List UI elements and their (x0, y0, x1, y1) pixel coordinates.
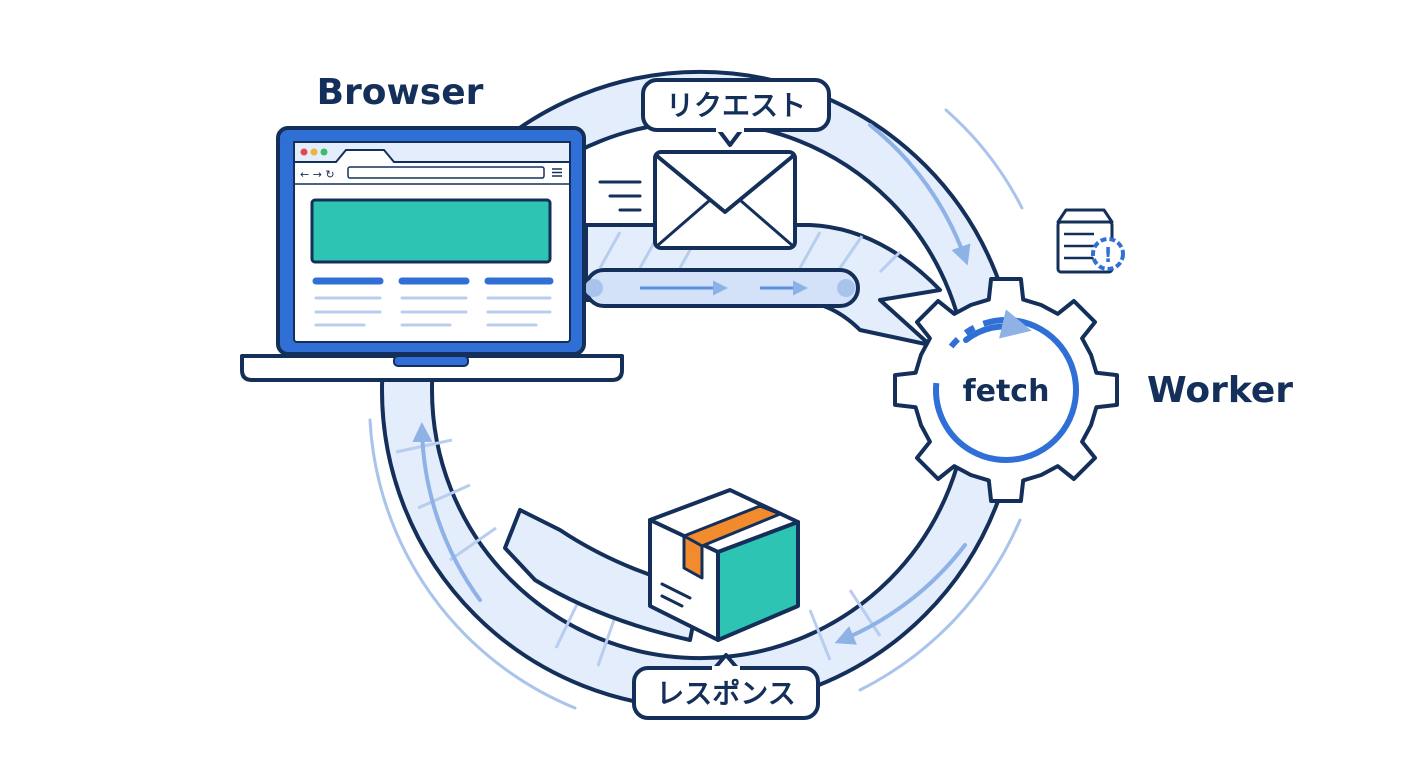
browser-laptop-icon: ← → ↻ (240, 126, 624, 382)
request-conveyor (584, 223, 942, 347)
package-box-icon (648, 488, 800, 642)
worker-label: Worker (1147, 370, 1293, 411)
fetch-label: fetch (963, 374, 1050, 409)
server-alert-icon: ! (1056, 208, 1125, 274)
request-label: リクエスト (666, 89, 806, 122)
svg-text:!: ! (1103, 243, 1112, 267)
response-label: レスポンス (656, 677, 795, 710)
outer-motion-arcs (368, 108, 1024, 710)
browser-label: Browser (317, 72, 484, 113)
request-callout: リクエスト (641, 78, 831, 147)
envelope-icon (598, 150, 797, 250)
cycle-ring (379, 70, 1021, 710)
response-callout: レスポンス (632, 653, 820, 720)
gear-icon: fetch (893, 277, 1119, 503)
svg-text:← → ↻: ← → ↻ (300, 168, 335, 181)
